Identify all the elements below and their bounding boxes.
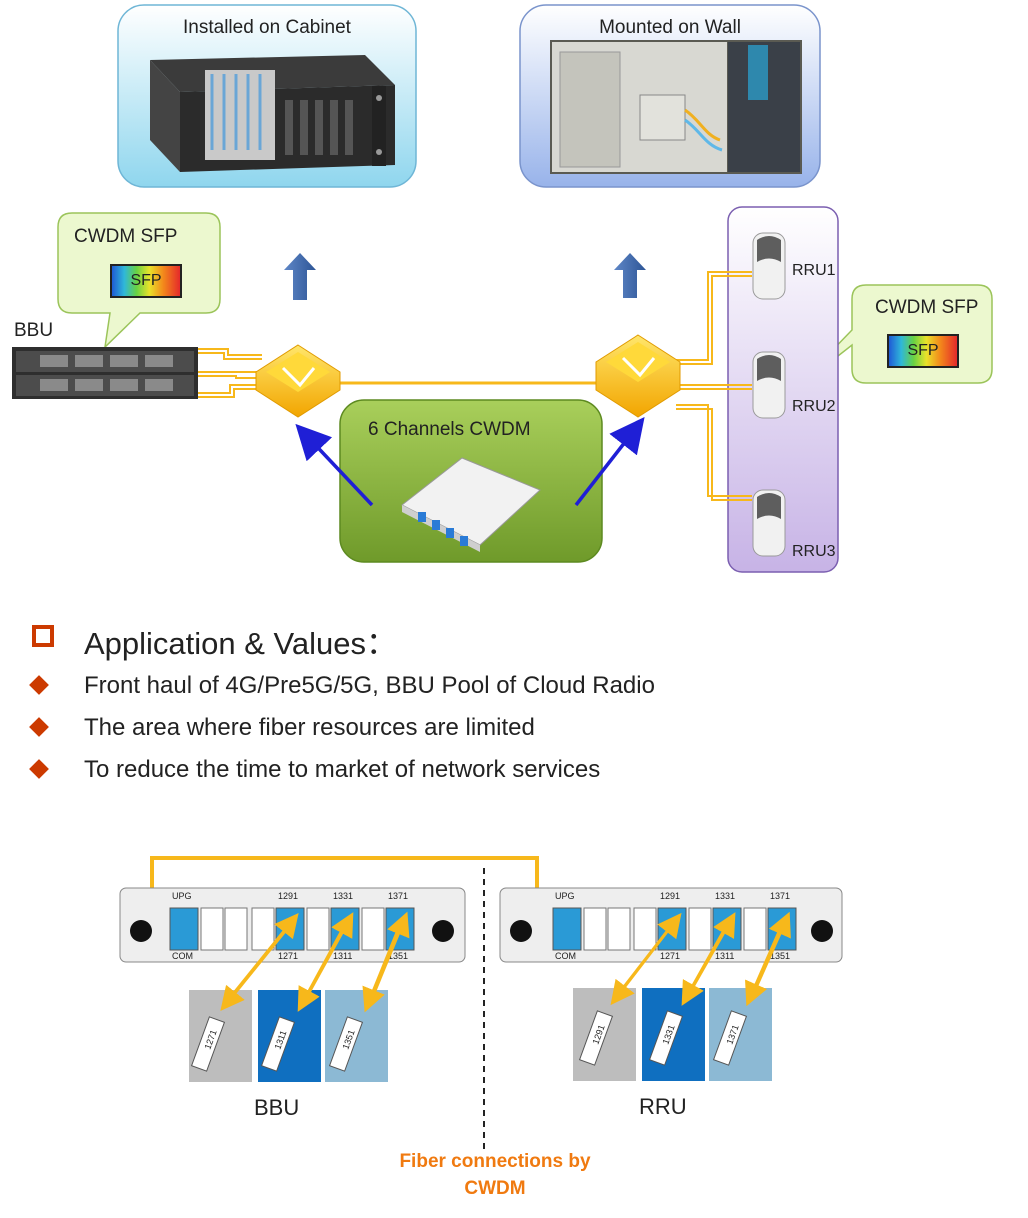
diamond-bullet-icon <box>29 675 49 695</box>
caption-line-2: CWDM <box>464 1178 526 1199</box>
right-sfp-module-3 <box>712 1010 748 1066</box>
panel-diagram: UPG 1291 1331 1371 COM 1271 1311 1351 12… <box>119 856 843 1150</box>
left-sfp-module-1 <box>190 1016 226 1072</box>
bullet-2: The area where fiber resources are limit… <box>84 714 535 741</box>
up-arrow-right <box>614 253 646 298</box>
right-panel-top-label: 1331 <box>715 891 735 901</box>
right-panel-top-label: UPG <box>555 891 575 901</box>
cabinet-card-title: Installed on Cabinet <box>183 17 351 38</box>
rru3-label: RRU3 <box>792 543 836 560</box>
blue-arrow-right <box>574 416 645 507</box>
right-panel-bottom-label: 1311 <box>715 951 734 961</box>
square-bullet-icon <box>32 625 54 647</box>
diamond-bullet-icon <box>29 759 49 779</box>
up-arrow-left <box>284 253 316 300</box>
left-panel-bottom-label: 1351 <box>388 951 408 961</box>
bbu-chassis-image <box>12 347 198 399</box>
cabinet-chassis-image <box>150 55 395 172</box>
cwdm-module-image <box>401 457 541 552</box>
application-title: Application & Values： <box>84 626 398 661</box>
left-panel-bottom-label: COM <box>172 951 193 961</box>
right-panel-top-label: 1371 <box>770 891 790 901</box>
left-panel-top-label: 1291 <box>278 891 298 901</box>
left-panel-top-label: 1331 <box>333 891 353 901</box>
network-diagram <box>12 4 993 573</box>
right-sfp-module-2 <box>648 1010 684 1066</box>
bullet-1: Front haul of 4G/Pre5G/5G, BBU Pool of C… <box>84 672 655 699</box>
blue-arrow-left <box>295 423 374 507</box>
bullet-3: To reduce the time to market of network … <box>84 756 601 783</box>
caption-line-1: Fiber connections by <box>399 1151 591 1172</box>
right-sfp-tile-3 <box>709 988 772 1081</box>
cwdm-box-label: 6 Channels CWDM <box>368 419 531 440</box>
left-panel-top-label: 1371 <box>388 891 408 901</box>
rru1-label: RRU1 <box>792 262 836 279</box>
rru1-device-image <box>752 232 786 300</box>
cwdm-hub-right <box>595 334 681 418</box>
left-callout-title: CWDM SFP <box>74 226 178 247</box>
right-callout-title: CWDM SFP <box>875 297 979 318</box>
left-panel-top-label: UPG <box>172 891 192 901</box>
right-panel-bottom-label: 1271 <box>660 951 680 961</box>
rru-group-label: RRU <box>639 1094 687 1119</box>
left-panel-bottom-label: 1311 <box>333 951 352 961</box>
bbu-label: BBU <box>14 320 54 341</box>
rru2-label: RRU2 <box>792 398 836 415</box>
cwdm-hub-left <box>255 344 341 418</box>
rru3-device-image <box>752 489 786 557</box>
diamond-bullet-icon <box>29 717 49 737</box>
fiber-lines <box>198 271 752 501</box>
right-panel-bottom-label: 1351 <box>770 951 790 961</box>
left-sfp-badge: SFP <box>110 264 182 298</box>
right-sfp-badge: SFP <box>887 334 959 368</box>
wall-box-image <box>550 40 802 174</box>
rru2-device-image <box>752 351 786 419</box>
right-sfp-module-1 <box>578 1010 614 1066</box>
left-panel-bottom-label: 1271 <box>278 951 298 961</box>
wall-card-title: Mounted on Wall <box>599 17 741 38</box>
right-panel-bottom-label: COM <box>555 951 576 961</box>
right-panel-top-label: 1291 <box>660 891 680 901</box>
left-sfp-module-3 <box>328 1016 364 1072</box>
bbu-group-label: BBU <box>254 1095 300 1120</box>
left-sfp-module-2 <box>260 1016 296 1072</box>
